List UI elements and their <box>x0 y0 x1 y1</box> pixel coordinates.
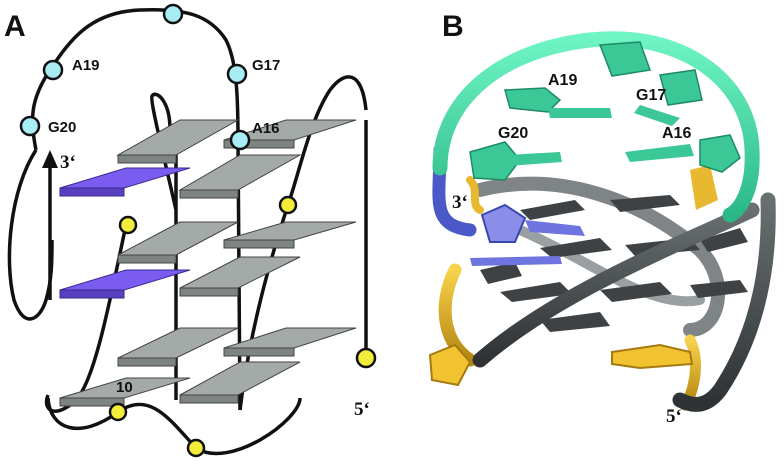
base-cyan <box>598 41 652 77</box>
tile-purple-edge <box>59 187 125 197</box>
tile-edge <box>223 239 295 249</box>
three-prime-arrowhead <box>42 150 58 168</box>
tile <box>179 256 301 289</box>
base-gray <box>540 312 610 332</box>
base-blue <box>525 220 585 236</box>
base-gray <box>600 282 672 302</box>
backbone-top-loop <box>30 7 240 151</box>
nucleotide-marker-cyan <box>162 3 184 25</box>
label-b-three-prime: 3‘ <box>452 192 468 213</box>
base-cyan <box>659 69 703 106</box>
nucleotide-marker-five-prime <box>355 347 377 369</box>
nucleotide-marker-a16 <box>229 129 251 151</box>
base-gray <box>540 238 612 258</box>
base-cyan <box>504 87 562 113</box>
base-blue <box>470 256 562 266</box>
nucleotide-marker-a19 <box>42 59 64 81</box>
tile-edge <box>117 357 177 367</box>
ribbon-front-gray-right <box>672 192 776 412</box>
base-cyan <box>548 108 612 118</box>
nucleotide-marker-g17 <box>226 63 248 85</box>
backbone-left-loop <box>7 149 54 321</box>
nucleotide-marker-yellow <box>278 195 298 215</box>
label-five-prime: 5‘ <box>354 399 370 420</box>
label-b-a19: A19 <box>548 72 577 89</box>
tile-edge <box>179 189 239 199</box>
base-gray <box>500 282 572 302</box>
nucleotide-marker-yellow <box>118 215 138 235</box>
tile-purple-edge <box>59 289 125 299</box>
label-a16: A16 <box>252 120 280 137</box>
panel-a-letter: A <box>4 10 26 43</box>
tile-stack <box>59 119 357 407</box>
label-b-five-prime: 5‘ <box>666 406 682 427</box>
panel-b-letter: B <box>442 10 464 43</box>
base-cyan <box>634 105 680 126</box>
label-g20: G20 <box>48 119 76 136</box>
tile-edge <box>117 254 177 264</box>
base-gray <box>700 228 748 252</box>
base-yellow-right <box>611 343 694 370</box>
base-cyan-ring <box>469 141 521 181</box>
tile <box>223 327 357 349</box>
base-yellow-top-right <box>690 165 718 210</box>
panel-b: B <box>428 10 776 427</box>
tile <box>178 154 302 191</box>
cyan-bases <box>469 41 741 181</box>
label-ten: 10 <box>116 379 133 396</box>
base-stack <box>480 195 748 332</box>
base-gray <box>520 200 585 220</box>
tile-edge <box>117 154 177 164</box>
base-cyan-ring <box>699 134 741 173</box>
ribbon-yellow-top-left <box>466 176 484 214</box>
nucleotide-marker-yellow <box>186 438 206 458</box>
base-cyan <box>625 144 694 162</box>
tile-edge <box>223 347 295 357</box>
panel-a: A <box>4 3 377 458</box>
backbone-bottom-loop <box>46 397 302 456</box>
nucleotide-marker-yellow <box>108 402 128 422</box>
base-gray <box>480 262 522 284</box>
ribbon-front-gray-diagonal <box>472 202 760 368</box>
tile <box>223 221 357 241</box>
base-blue-ring <box>480 203 527 243</box>
tile <box>117 327 239 359</box>
tile-purple <box>59 269 191 291</box>
label-b-g20: G20 <box>498 125 528 142</box>
nucleotide-marker-g20 <box>19 115 41 137</box>
label-three-prime: 3‘ <box>60 152 76 173</box>
label-b-a16: A16 <box>662 125 691 142</box>
backbone-right-link <box>286 75 368 206</box>
base-yellow-ring <box>428 343 472 387</box>
tile <box>116 119 240 156</box>
base-cyan <box>505 152 562 166</box>
label-a19: A19 <box>72 57 100 74</box>
ribbon-cyan <box>432 31 760 223</box>
ribbon-back-gray <box>473 176 726 337</box>
base-gray <box>610 195 680 212</box>
base-gray <box>690 280 748 298</box>
tile-edge <box>179 394 239 404</box>
tile <box>179 361 301 396</box>
tile-edge <box>179 287 239 297</box>
label-g17: G17 <box>252 57 280 74</box>
label-b-g17: G17 <box>636 87 666 104</box>
